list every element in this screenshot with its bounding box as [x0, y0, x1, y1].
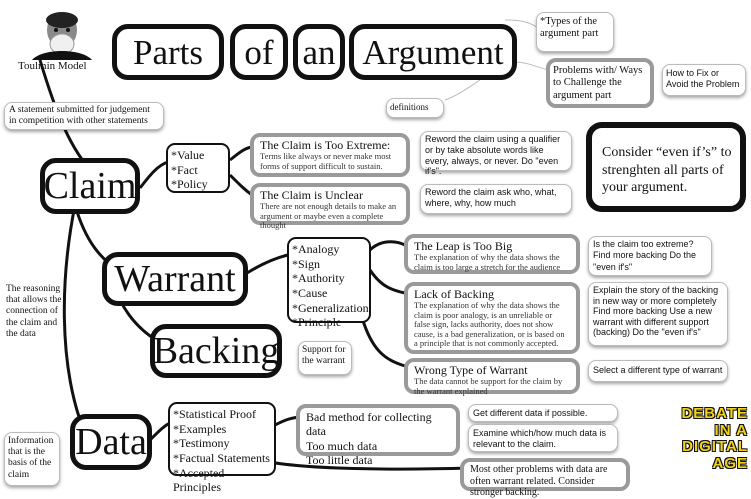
- data-problem-line: Bad method for collecting data: [306, 410, 432, 439]
- data-type: *Statistical Proof: [173, 407, 256, 421]
- problem-detail: The explanation of why the data shows th…: [414, 252, 561, 272]
- data-problem-line: Too much data: [306, 438, 378, 453]
- data-type: *Factual Statements: [173, 450, 270, 465]
- problem-title: The Claim is Too Extreme:: [260, 138, 391, 152]
- warrant-type: *Generalization: [292, 300, 369, 315]
- claim-box: Claim: [40, 158, 140, 214]
- fix-note: How to Fix or Avoid the Problem: [662, 64, 746, 96]
- link-claim-data: [62, 204, 82, 421]
- even-ifs-callout: Consider “even if’s” to strenghten all p…: [586, 122, 746, 212]
- problem-claim-unclear: The Claim is Unclear There are not enoug…: [250, 183, 410, 230]
- backing-box: Backing: [150, 324, 282, 378]
- fix-lack-backing: Explain the story of the backing in new …: [588, 282, 728, 346]
- claim-types: *Value *Fact *Policy: [166, 143, 230, 193]
- problem-wrong-type: Wrong Type of Warrant The data cannot be…: [404, 358, 580, 396]
- data-problem-line: Too little data: [306, 453, 373, 468]
- data-type: *Accepted Principles: [173, 465, 225, 495]
- problem-data-methods: Bad method for collecting data Too much …: [296, 404, 460, 467]
- data-type: *Examples: [173, 421, 227, 436]
- problem-claim-extreme: The Claim is Too Extreme: Terms like alw…: [250, 133, 410, 177]
- data-box: Data: [70, 414, 152, 470]
- claim-type: *Fact: [171, 162, 198, 177]
- problem-detail: Terms like always or never make most for…: [260, 151, 392, 171]
- claim-definition: A statement submitted for judgement in c…: [4, 102, 164, 130]
- problem-data-other: Most other problems with data are often …: [460, 458, 630, 498]
- warrant-types: *Analogy *Sign *Authority *Cause *Genera…: [287, 237, 371, 329]
- problem-lack-backing: Lack of Backing The explanation of why t…: [404, 282, 580, 354]
- fix-claim-unclear: Reword the claim ask who, what, where, w…: [420, 184, 572, 214]
- problem-detail: The explanation of why the data shows th…: [414, 300, 565, 349]
- data-types: *Statistical Proof *Examples *Testimony …: [168, 402, 276, 494]
- fix-leap: Is the claim too extreme? Find more back…: [588, 236, 712, 276]
- problem-title: The Claim is Unclear: [260, 188, 363, 202]
- problems-note: Problems with/ Ways to Challenge the arg…: [546, 58, 654, 108]
- warrant-type: *Analogy: [292, 242, 340, 256]
- toulmin-portrait: [32, 8, 92, 60]
- warrant-type: *Sign: [292, 256, 321, 271]
- title-argument: Argument: [349, 24, 517, 80]
- debate-digital-age-logo: DEBATE IN A DIGITAL AGE: [668, 405, 748, 490]
- data-definition: Information that is the basis of the cla…: [4, 432, 60, 486]
- warrant-type: *Principle: [292, 315, 342, 330]
- problem-title: The Leap is Too Big: [414, 239, 513, 253]
- problem-detail: There are not enough details to make an …: [260, 201, 397, 231]
- warrant-box: Warrant: [102, 252, 248, 306]
- link-warrant-types: [246, 253, 289, 275]
- warrant-type: *Authority: [292, 271, 345, 286]
- fix-claim-extreme: Reword the claim using a qualifier or by…: [420, 131, 572, 176]
- title-of: of: [230, 24, 288, 80]
- backing-definition: Support for the warrant: [298, 341, 352, 375]
- link-claim-types: [138, 160, 169, 189]
- fix-data-2: Examine which/how much data is relevant …: [468, 424, 618, 452]
- fix-data-1: Get different data if possible.: [468, 404, 618, 422]
- logo-line: IN A: [714, 421, 748, 439]
- warrant-type: *Cause: [292, 285, 328, 300]
- title-an: an: [293, 24, 345, 80]
- logo-line: DEBATE: [681, 405, 748, 422]
- problem-detail: The data cannot be support for the claim…: [414, 376, 563, 396]
- data-type: *Testimony: [173, 436, 230, 451]
- portrait-icon: [32, 8, 92, 60]
- title-parts: Parts: [112, 24, 224, 80]
- problem-leap: The Leap is Too Big The explanation of w…: [404, 234, 580, 274]
- warrant-definition: The reasoning that allows the connection…: [6, 284, 62, 339]
- portrait-caption: Toulmin Model: [18, 60, 87, 72]
- fix-wrong-type: Select a different type of warrant: [588, 360, 728, 382]
- logo-line: AGE: [712, 454, 748, 472]
- definitions-note: definitions: [386, 98, 444, 118]
- logo-line: DIGITAL: [682, 438, 748, 455]
- claim-type: *Value: [171, 148, 205, 162]
- problem-title: Wrong Type of Warrant: [414, 363, 528, 377]
- problem-title: Lack of Backing: [414, 287, 494, 301]
- claim-type: *Policy: [171, 177, 208, 192]
- types-note: *Types of the argument part: [536, 12, 614, 52]
